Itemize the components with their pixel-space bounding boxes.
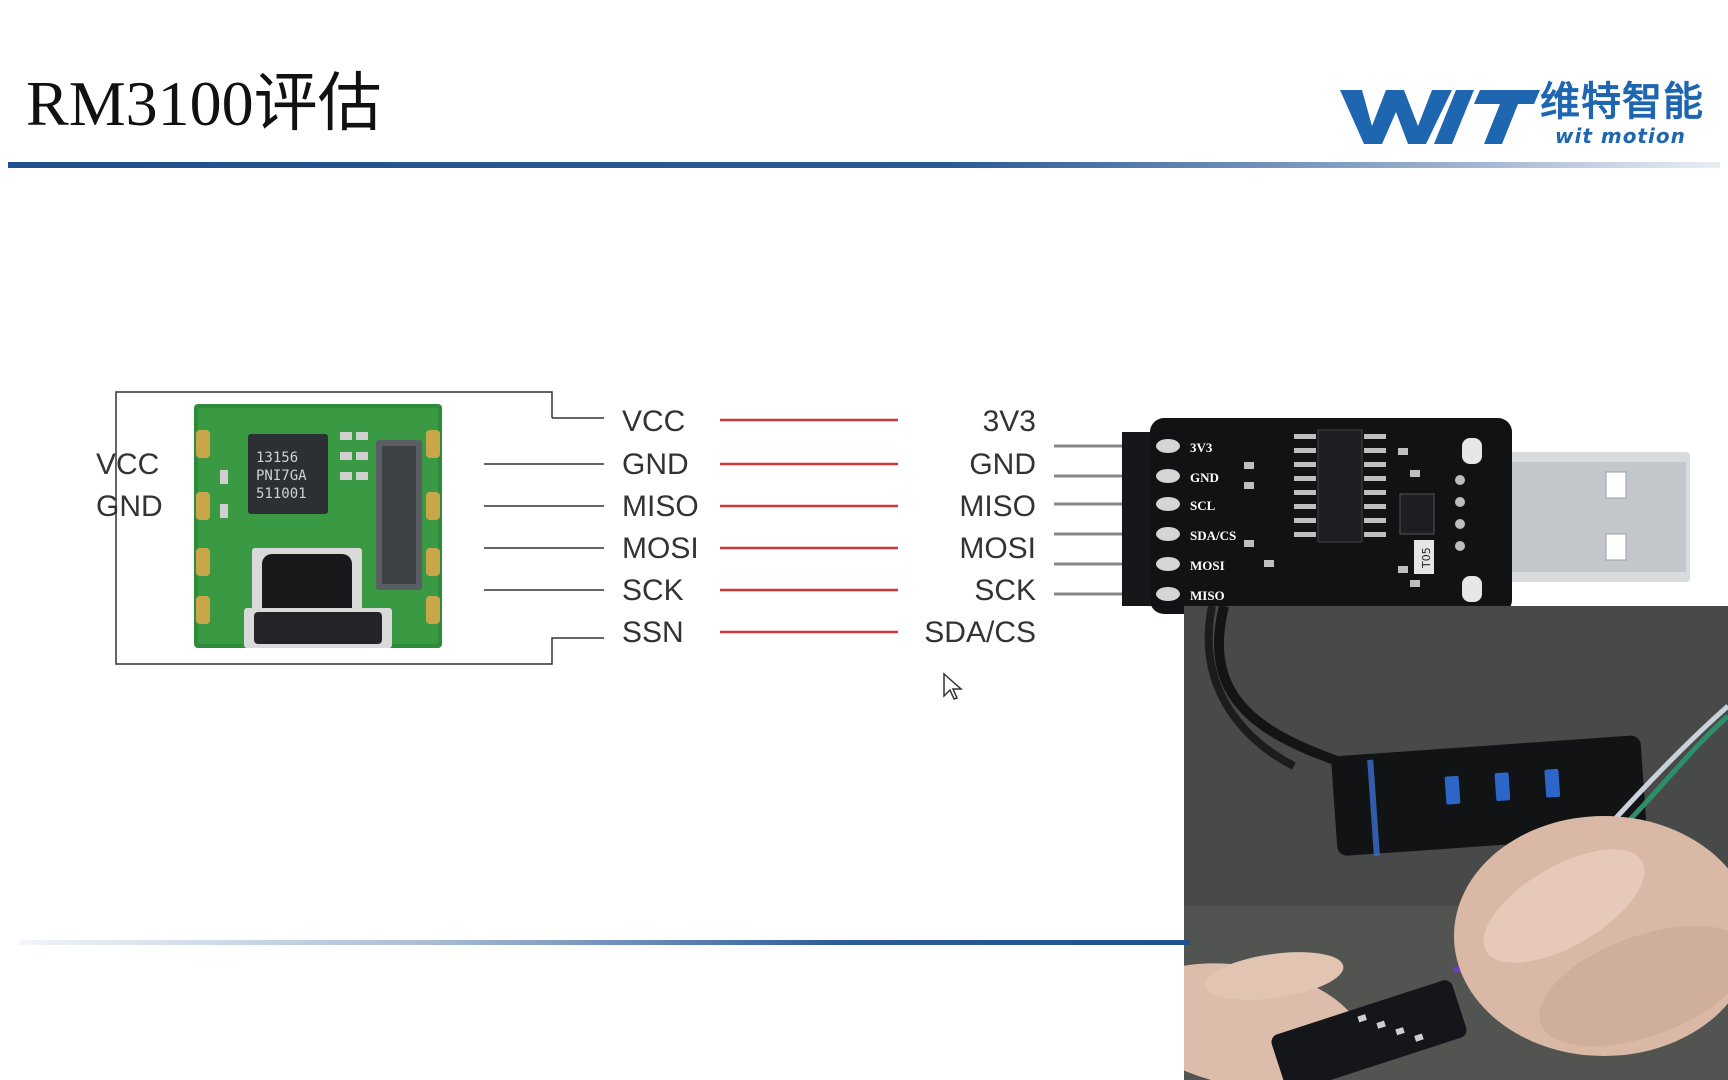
wit-logo-icon <box>1340 90 1540 144</box>
footer-divider <box>20 940 1190 945</box>
adapter-silk-3v3: 3V3 <box>1190 440 1213 455</box>
adapter-pin-sda-cs: SDA/CS <box>924 616 1036 649</box>
adapter-pin-labels: 3V3 GND MISO MOSI SCK SDA/CS <box>924 405 1036 649</box>
adapter-pin-3v3: 3V3 <box>983 405 1036 438</box>
sensor-pin-labels: VCC GND MISO MOSI SCK SSN <box>622 405 699 649</box>
sensor-pin-vcc: VCC <box>622 405 685 438</box>
logo-chinese-text: 维特智能 <box>1540 79 1704 125</box>
adapter-silk-gnd: GND <box>1190 470 1219 485</box>
red-wires <box>720 418 898 634</box>
sensor-pin-ssn: SSN <box>622 616 684 649</box>
inset-photo <box>1184 606 1728 1080</box>
side-label-vcc: VCC <box>96 448 159 481</box>
chip-marking-3: 511001 <box>256 486 307 502</box>
adapter-silk-sda-cs: SDA/CS <box>1190 528 1236 543</box>
sensor-pin-sck: SCK <box>622 574 684 607</box>
logo-english-text: wit motion <box>1555 124 1686 148</box>
adapter-pin-miso: MISO <box>959 490 1036 523</box>
mouse-pointer-icon <box>943 672 963 700</box>
adapter-part-marking: T05 <box>1420 547 1433 569</box>
adapter-pin-sck: SCK <box>974 574 1036 607</box>
adapter-silk-scl: SCL <box>1190 498 1216 513</box>
adapter-pin-gnd: GND <box>969 448 1036 481</box>
usb-adapter-board: 3V3 GND SCL SDA/CS MOSI MISO T05 <box>1054 418 1690 614</box>
chip-marking-2: PNI7GA <box>256 468 307 484</box>
sensor-chip <box>248 434 328 514</box>
adapter-silk-mosi: MOSI <box>1190 558 1225 573</box>
side-label-gnd: GND <box>96 490 163 523</box>
header-divider <box>8 162 1720 168</box>
chip-marking-1: 13156 <box>256 450 298 466</box>
bracket-lines <box>115 391 604 665</box>
sensor-pin-mosi: MOSI <box>622 532 699 565</box>
adapter-pin-mosi: MOSI <box>959 532 1036 565</box>
sensor-pin-gnd: GND <box>622 448 689 481</box>
rm3100-sensor-board: 13156 PNI7GA 511001 <box>194 404 442 648</box>
sensor-pin-miso: MISO <box>622 490 699 523</box>
adapter-silk-miso: MISO <box>1190 588 1225 603</box>
page-title: RM3100评估 <box>26 68 382 139</box>
